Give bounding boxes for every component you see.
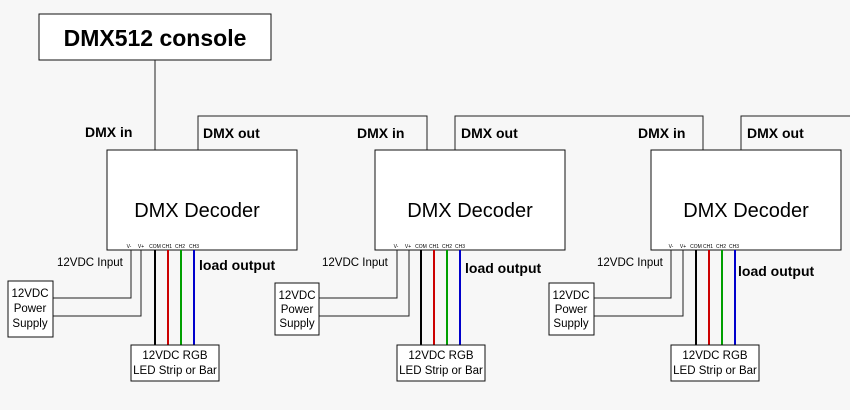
pin-v-minus: V-	[127, 244, 132, 250]
power-wire-negative	[319, 250, 398, 299]
power-supply-box	[548, 282, 595, 336]
dmx-in-label: DMX in	[638, 125, 685, 141]
dmx-out-label: DMX out	[461, 125, 518, 141]
pin-com: COM	[690, 244, 702, 250]
dmx-decoder-label: DMX Decoder	[134, 200, 260, 222]
power-wire-positive	[53, 250, 142, 317]
pin-ch1: CH1	[162, 244, 172, 250]
power-wire-negative	[53, 250, 132, 299]
led-strip-box	[396, 344, 486, 382]
dmx-decoder-box	[106, 149, 298, 251]
pin-v-minus: V-	[394, 244, 399, 250]
pin-com: COM	[415, 244, 427, 250]
led-strip-box	[670, 344, 760, 382]
pin-ch2: CH2	[442, 244, 452, 250]
pin-ch2: CH2	[175, 244, 185, 250]
dmx-in-label: DMX in	[85, 124, 132, 140]
led-strip-label-line-1: 12VDC RGB	[408, 350, 474, 362]
decoder-2: DMX in DMX out DMX Decoder V- V+ COM CH1…	[274, 125, 566, 382]
power-supply-label-line-2: Power	[281, 304, 314, 316]
led-strip-label-line-2: LED Strip or Bar	[673, 365, 757, 377]
power-supply-label-line-2: Power	[14, 303, 47, 315]
pin-ch3: CH3	[729, 244, 739, 250]
dmx-decoder-box	[374, 149, 566, 251]
dmx-decoder-label: DMX Decoder	[407, 200, 533, 222]
dmx-in-label: DMX in	[357, 125, 404, 141]
power-wire-negative	[594, 250, 672, 299]
load-output-label: load output	[465, 260, 542, 276]
dmx-decoder-label: DMX Decoder	[683, 200, 809, 222]
power-supply-label-line-3: Supply	[553, 318, 588, 330]
power-supply-label-line-1: 12VDC	[11, 288, 48, 300]
power-input-label: 12VDC Input	[322, 257, 389, 269]
power-wire-positive	[594, 250, 684, 317]
led-strip-label-line-2: LED Strip or Bar	[399, 365, 483, 377]
power-supply-label-line-1: 12VDC	[552, 290, 589, 302]
power-input-label: 12VDC Input	[57, 257, 124, 269]
pin-v-plus: V+	[680, 244, 686, 250]
power-supply-label-line-1: 12VDC	[278, 290, 315, 302]
led-strip-label-line-2: LED Strip or Bar	[133, 365, 217, 377]
power-wire-positive	[319, 250, 410, 317]
pin-ch1: CH1	[703, 244, 713, 250]
dmx-decoder-box	[650, 149, 842, 251]
pin-ch1: CH1	[429, 244, 439, 250]
decoder-1: DMX in DMX out DMX Decoder V- V+ COM CH1…	[7, 124, 298, 382]
load-output-label: load output	[199, 257, 276, 273]
power-supply-label-line-2: Power	[555, 304, 588, 316]
led-strip-label-line-1: 12VDC RGB	[142, 350, 208, 362]
dmx512-console-title: DMX512 console	[64, 25, 247, 51]
dmx-out-line-3	[740, 115, 850, 150]
pin-v-plus: V+	[138, 244, 144, 250]
pin-com: COM	[149, 244, 161, 250]
led-strip-label-line-1: 12VDC RGB	[682, 350, 748, 362]
power-supply-label-line-3: Supply	[279, 318, 314, 330]
pin-ch3: CH3	[189, 244, 199, 250]
dmx-link-1-2	[197, 115, 428, 150]
dmx-out-label: DMX out	[747, 125, 804, 141]
pin-v-plus: V+	[405, 244, 411, 250]
load-output-label: load output	[738, 263, 815, 279]
dmx-link-2-3	[454, 115, 704, 150]
dmx-out-label: DMX out	[203, 125, 260, 141]
decoder-3: DMX in DMX out DMX Decoder V- V+ COM CH1…	[548, 125, 842, 382]
pin-ch3: CH3	[455, 244, 465, 250]
pin-v-minus: V-	[669, 244, 674, 250]
power-supply-box	[7, 280, 54, 338]
led-strip-box	[130, 344, 220, 382]
dmx512-console-box	[38, 13, 272, 61]
power-input-label: 12VDC Input	[597, 257, 664, 269]
pin-ch2: CH2	[716, 244, 726, 250]
power-supply-label-line-3: Supply	[12, 318, 47, 330]
power-supply-box	[274, 282, 320, 336]
